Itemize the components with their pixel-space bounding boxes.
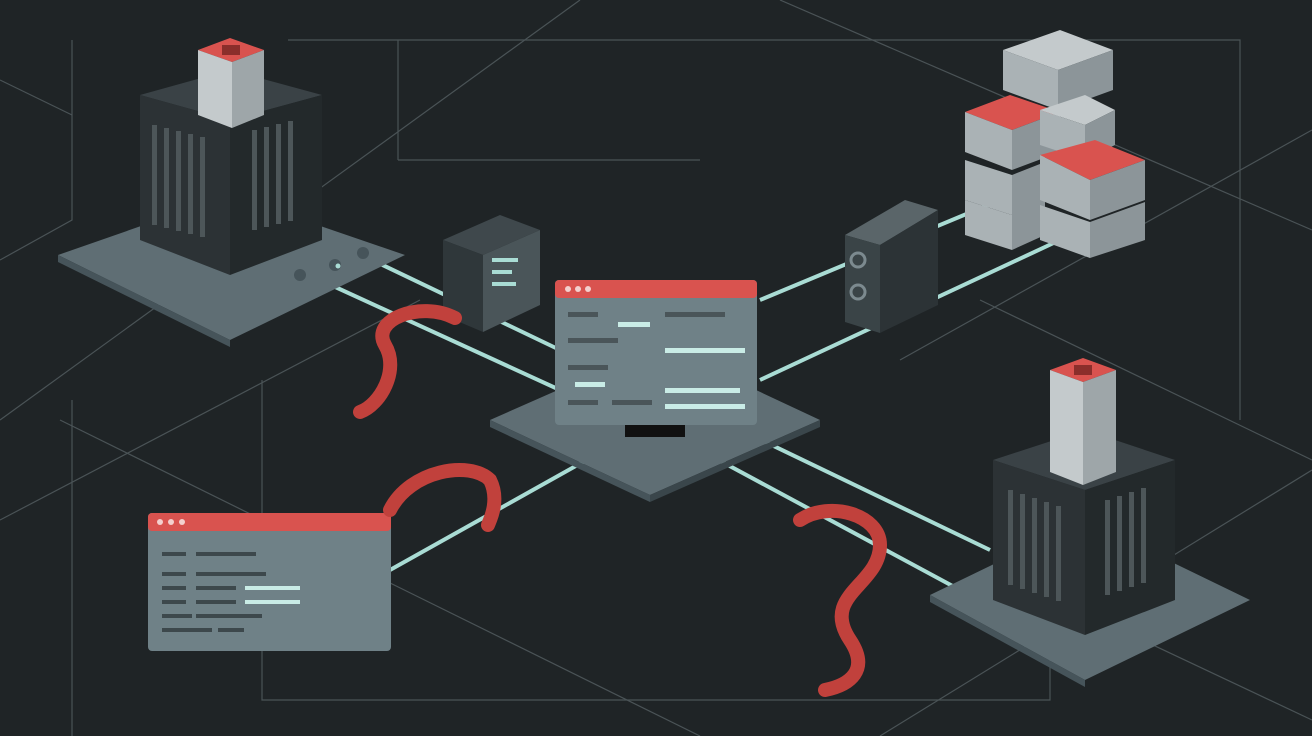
browser-window-left (148, 513, 391, 651)
block-stack (965, 30, 1145, 258)
network-switch-left (443, 215, 540, 332)
server-tower-right (930, 358, 1250, 687)
worm-icon (383, 463, 502, 532)
server-tower-left (58, 38, 405, 347)
network-switch-right (845, 200, 938, 333)
worms (353, 304, 888, 697)
browser-window-center (555, 280, 757, 437)
worm-icon (793, 504, 888, 697)
worm-icon (353, 304, 462, 419)
